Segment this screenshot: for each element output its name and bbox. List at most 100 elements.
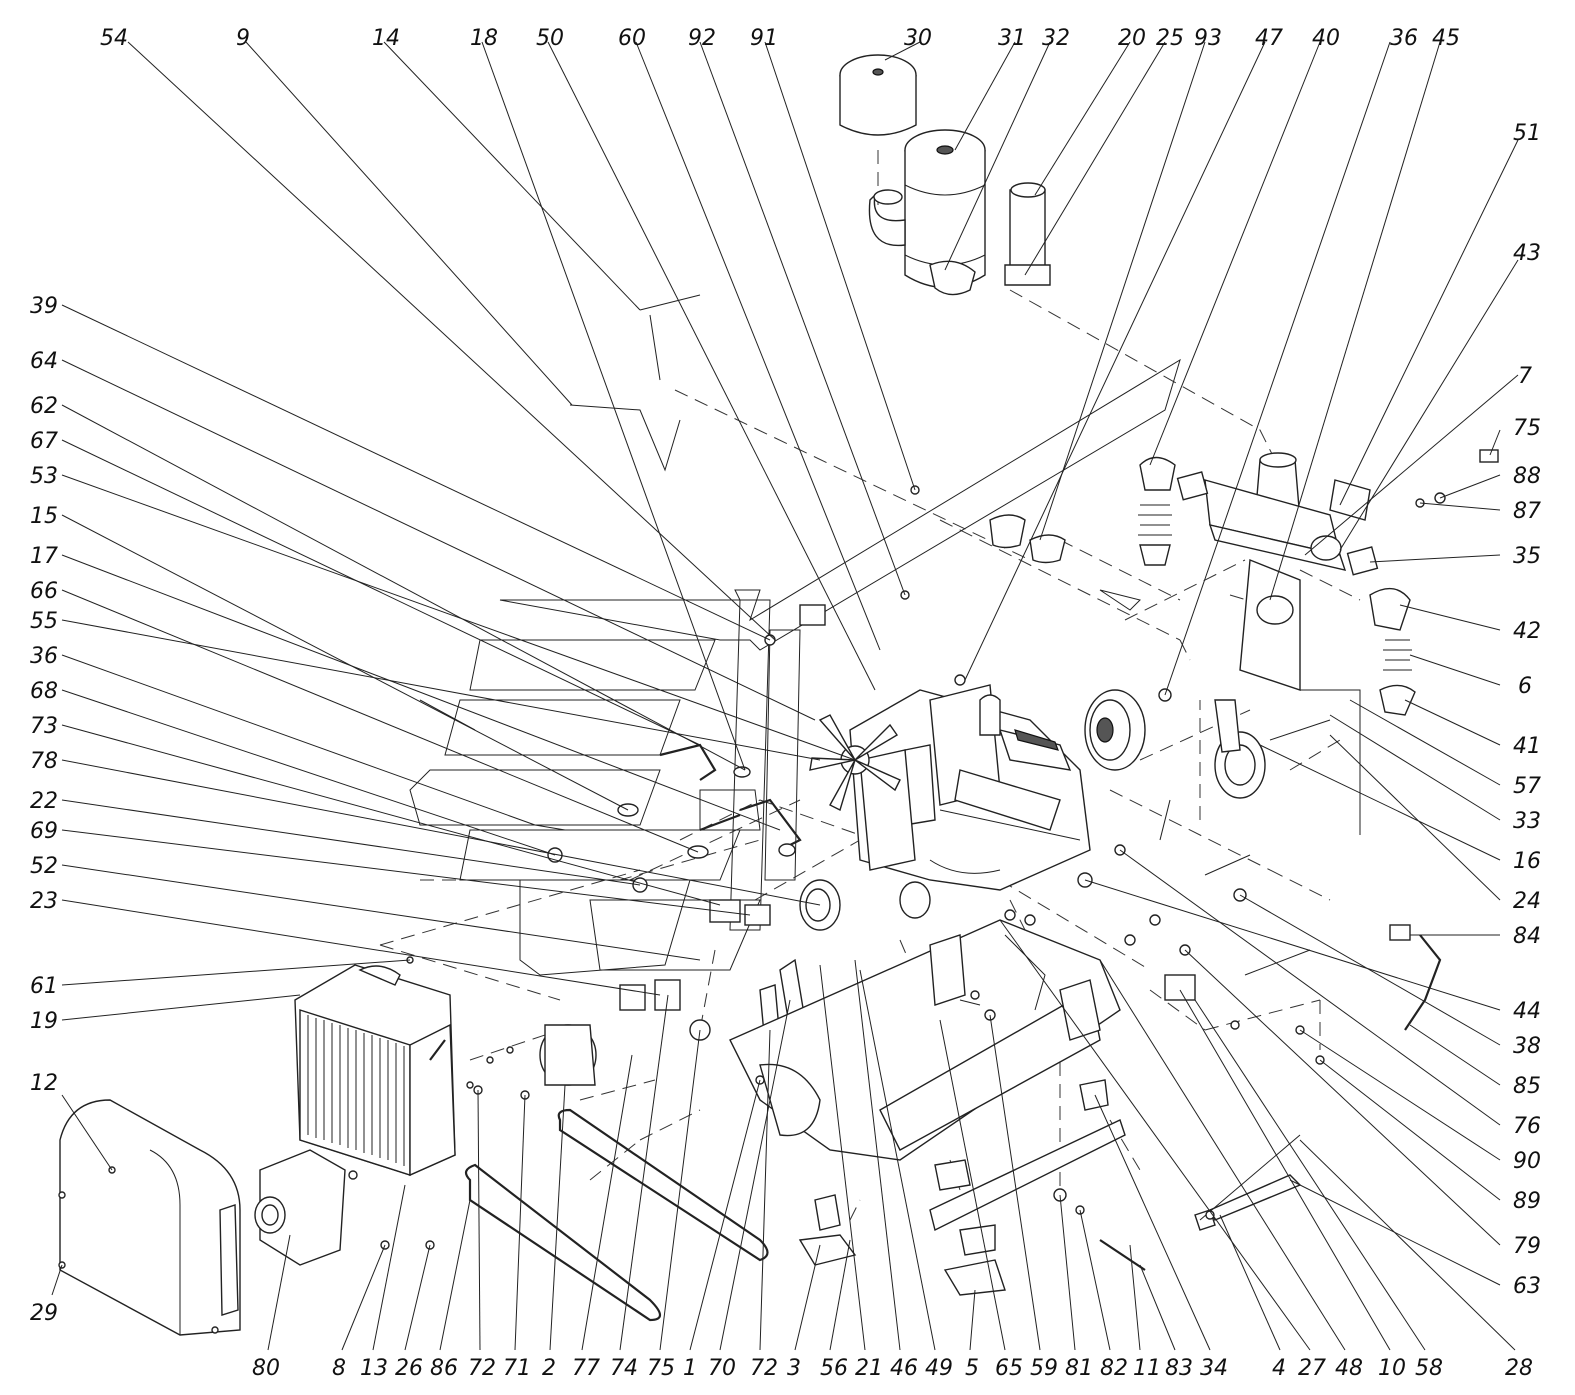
callout-label: 25	[1156, 26, 1184, 51]
callout-label: 91	[750, 26, 778, 51]
callout-label: 86	[430, 1356, 458, 1381]
exhaust-pipe-upper	[1004, 182, 1051, 286]
callout-label: 57	[1513, 774, 1541, 799]
pulleys	[539, 689, 1266, 1086]
callout-label: 45	[1432, 26, 1460, 51]
callout-label: 48	[1335, 1356, 1363, 1381]
callout-label: 68	[30, 679, 58, 704]
callout-label: 4	[1272, 1356, 1286, 1381]
callout-label: 88	[1513, 464, 1541, 489]
callout-label: 7	[1518, 364, 1532, 389]
callout-label: 87	[1513, 499, 1541, 524]
callout-label: 38	[1513, 1034, 1541, 1059]
callout-labels-bottom: 80 8 13 26 86 72 71 2 77 74 75 1 70 72 3…	[252, 1356, 1533, 1381]
callout-label: 3	[787, 1356, 801, 1381]
callout-label: 16	[1513, 849, 1541, 874]
callout-label: 84	[1513, 924, 1541, 949]
housing-80	[254, 1149, 346, 1266]
callout-label: 42	[1513, 619, 1541, 644]
callout-label: 41	[1513, 734, 1541, 759]
callout-label: 67	[30, 429, 58, 454]
callout-label: 78	[30, 749, 58, 774]
leader-lines	[51, 41, 1519, 1351]
callout-label: 44	[1513, 999, 1541, 1024]
callout-label: 79	[1513, 1234, 1541, 1259]
callout-label: 66	[30, 579, 58, 604]
callout-label: 35	[1513, 544, 1541, 569]
callout-label: 83	[1165, 1356, 1193, 1381]
callout-labels-right: 51 43 7 75 88 87 35 42 6 41 57 33 16 24 …	[1513, 121, 1541, 1299]
callout-label: 51	[1513, 121, 1541, 146]
callout-label: 55	[30, 609, 58, 634]
callout-label: 58	[1415, 1356, 1443, 1381]
callout-label: 28	[1505, 1356, 1533, 1381]
callout-label: 34	[1200, 1356, 1228, 1381]
cooling-fan	[809, 714, 901, 811]
callout-label: 36	[30, 644, 58, 669]
callout-label: 13	[360, 1356, 388, 1381]
callout-label: 53	[30, 464, 58, 489]
callout-label: 69	[30, 819, 58, 844]
callout-labels-top: 54 9 14 18 50 60 92 91 30 31 32 20 25 93…	[100, 26, 1460, 51]
callout-label: 30	[904, 26, 932, 51]
callout-label: 75	[647, 1356, 675, 1381]
callout-label: 27	[1298, 1356, 1326, 1381]
engine-block	[849, 684, 1091, 891]
callout-label: 70	[708, 1356, 736, 1381]
callout-label: 77	[572, 1356, 600, 1381]
callout-label: 65	[995, 1356, 1023, 1381]
callout-label: 62	[30, 394, 58, 419]
callout-label: 31	[998, 26, 1026, 51]
callout-label: 90	[1513, 1149, 1541, 1174]
hood-cover	[59, 1099, 241, 1336]
engine-mounts	[798, 1079, 1216, 1296]
callout-label: 18	[470, 26, 498, 51]
callout-label: 1	[683, 1356, 697, 1381]
muffler-assembly	[1204, 452, 1371, 691]
callout-label: 32	[1042, 26, 1070, 51]
callout-label: 63	[1513, 1274, 1541, 1299]
bellows-and-flanges	[1099, 456, 1416, 716]
callout-label: 85	[1513, 1074, 1541, 1099]
radiator	[294, 964, 456, 1177]
callout-label: 60	[618, 26, 646, 51]
callout-label: 81	[1065, 1356, 1093, 1381]
callout-label: 74	[610, 1356, 638, 1381]
callout-label: 39	[30, 294, 58, 319]
frame-outline	[409, 358, 1181, 976]
belts	[464, 1108, 769, 1322]
callout-label: 82	[1100, 1356, 1128, 1381]
callout-label: 23	[30, 889, 58, 914]
callout-label: 47	[1255, 26, 1283, 51]
rods-and-tubes	[419, 294, 1442, 1271]
callout-label: 72	[750, 1356, 778, 1381]
callout-labels-left: 39 64 62 67 53 15 17 66 55 36 68 73 78 2…	[30, 294, 58, 1326]
callout-label: 50	[536, 26, 564, 51]
radiator-core	[307, 1015, 405, 1166]
callout-label: 61	[30, 974, 58, 999]
callout-label: 9	[236, 26, 250, 51]
callout-label: 49	[925, 1356, 953, 1381]
callout-label: 71	[503, 1356, 531, 1381]
callout-label: 20	[1118, 26, 1146, 51]
frame-rails	[729, 919, 1302, 1232]
callout-label: 46	[890, 1356, 918, 1381]
callout-label: 19	[30, 1009, 58, 1034]
callout-label: 72	[468, 1356, 496, 1381]
callout-label: 56	[820, 1356, 848, 1381]
callout-label: 11	[1133, 1356, 1161, 1381]
callout-label: 14	[372, 26, 400, 51]
callout-label: 10	[1378, 1356, 1406, 1381]
callout-label: 8	[332, 1356, 346, 1381]
callout-label: 22	[30, 789, 58, 814]
callout-label: 59	[1030, 1356, 1058, 1381]
callout-label: 26	[395, 1356, 423, 1381]
callout-label: 36	[1390, 26, 1418, 51]
callout-label: 21	[855, 1356, 883, 1381]
callout-label: 2	[542, 1356, 556, 1381]
callout-label: 15	[30, 504, 58, 529]
callout-label: 89	[1513, 1189, 1541, 1214]
callout-label: 80	[252, 1356, 280, 1381]
